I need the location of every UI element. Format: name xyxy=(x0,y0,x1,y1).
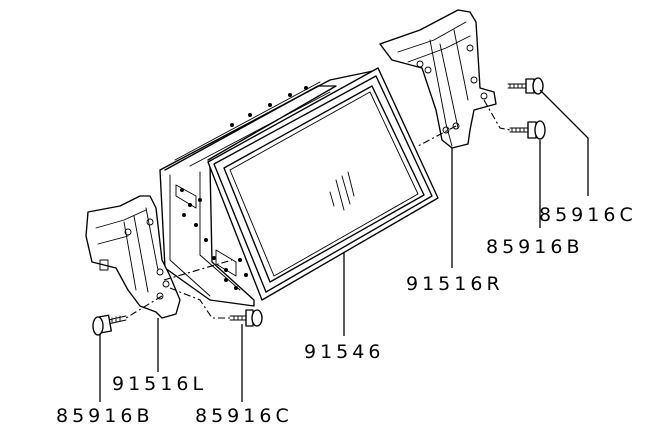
bolt-right-upper xyxy=(507,77,544,95)
bracket-right xyxy=(379,9,497,149)
bolt-left-lower xyxy=(92,314,127,336)
label-85916c-right: 85916C xyxy=(539,204,637,226)
mounting-lines xyxy=(125,99,511,319)
leader-lines xyxy=(99,89,589,402)
label-91516r: 91516R xyxy=(406,273,504,295)
display-unit xyxy=(159,67,439,307)
bracket-left xyxy=(85,195,181,319)
screen-glare xyxy=(329,171,355,211)
label-85916c-left: 85916C xyxy=(195,405,293,427)
label-91516l: 91516L xyxy=(112,373,207,395)
bolt-left-front xyxy=(229,309,263,327)
label-91546: 91546 xyxy=(304,341,384,363)
label-85916b-right: 85916B xyxy=(486,236,583,258)
bolt-right-lower xyxy=(509,120,546,140)
label-85916b-left: 85916B xyxy=(56,405,153,427)
